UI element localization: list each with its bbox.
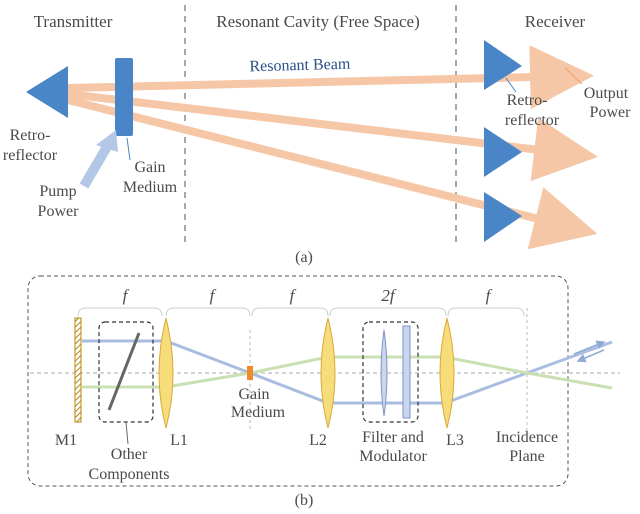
filter-modulator-box (362, 321, 419, 423)
leader-retro-right (505, 77, 517, 93)
lens-l1-icon (158, 317, 174, 429)
leader-output (564, 67, 583, 85)
pump-arrow-shaft (79, 142, 113, 189)
retro-reflector-left-icon (26, 66, 68, 118)
label-retro-right-1: Retro- (507, 92, 548, 109)
label-incidence-1: Incidence (496, 429, 558, 446)
label-filter-2: Modulator (359, 448, 427, 465)
label-pump-2: Power (38, 203, 80, 220)
spacing-brackets (77, 307, 525, 317)
label-gain-1: Gain (134, 159, 165, 176)
label-retro-left-2: reflector (3, 147, 58, 164)
label-gain-b-2: Medium (231, 404, 286, 421)
label-filter-1: Filter and (362, 429, 424, 446)
spacing-3: f (290, 286, 297, 305)
gain-chip (247, 366, 253, 380)
label-l2: L2 (309, 432, 327, 449)
filter-lens-icon (380, 329, 388, 417)
retro-reflector-right-2-icon (484, 127, 522, 177)
label-l3: L3 (446, 432, 464, 449)
label-retro-right-2: reflector (505, 112, 560, 129)
pump-arrow-icon (96, 130, 118, 152)
label-receiver: Receiver (525, 12, 586, 31)
output-arrow-icon (573, 340, 606, 355)
label-resonant-beam: Resonant Beam (249, 56, 351, 76)
other-component-plate (107, 332, 141, 411)
label-output-1: Output (584, 85, 629, 102)
leader-gain (126, 137, 131, 161)
spacing-5: f (486, 286, 493, 305)
retro-reflector-right-1-icon (484, 40, 522, 90)
panel-a: Transmitter Resonant Cavity (Free Space)… (3, 5, 631, 266)
label-gain-b-1: Gain (238, 386, 269, 403)
label-incidence-2: Plane (509, 448, 545, 465)
label-retro-left-1: Retro- (10, 127, 51, 144)
panel-b-frame (27, 275, 569, 487)
other-components-box (98, 321, 154, 423)
modulator-plate (402, 325, 411, 419)
caption-b: (b) (295, 492, 314, 509)
label-output-2: Power (590, 104, 632, 121)
label-transmitter: Transmitter (34, 12, 113, 31)
panel-b: f f f 2f f M1 Other Components L1 Gain (27, 275, 620, 509)
label-l1: L1 (170, 432, 188, 449)
gain-medium-block (115, 58, 133, 136)
retro-reflector-right-3-icon (484, 192, 522, 242)
spacing-4: 2f (381, 286, 397, 305)
label-gain-2: Medium (123, 179, 178, 196)
label-resonant-cavity: Resonant Cavity (Free Space) (216, 12, 419, 31)
caption-a: (a) (295, 249, 313, 266)
leader-other (125, 421, 129, 445)
label-other-1: Other (111, 446, 148, 463)
spacing-1: f (123, 286, 130, 305)
lens-l2-icon (320, 317, 336, 429)
spacing-2: f (210, 286, 217, 305)
lens-l3-icon (439, 317, 455, 429)
label-other-2: Components (89, 466, 170, 483)
label-m1: M1 (55, 432, 77, 449)
mirror-m1-icon (74, 317, 82, 423)
input-arrow-icon (576, 349, 605, 363)
label-pump-1: Pump (39, 183, 76, 200)
